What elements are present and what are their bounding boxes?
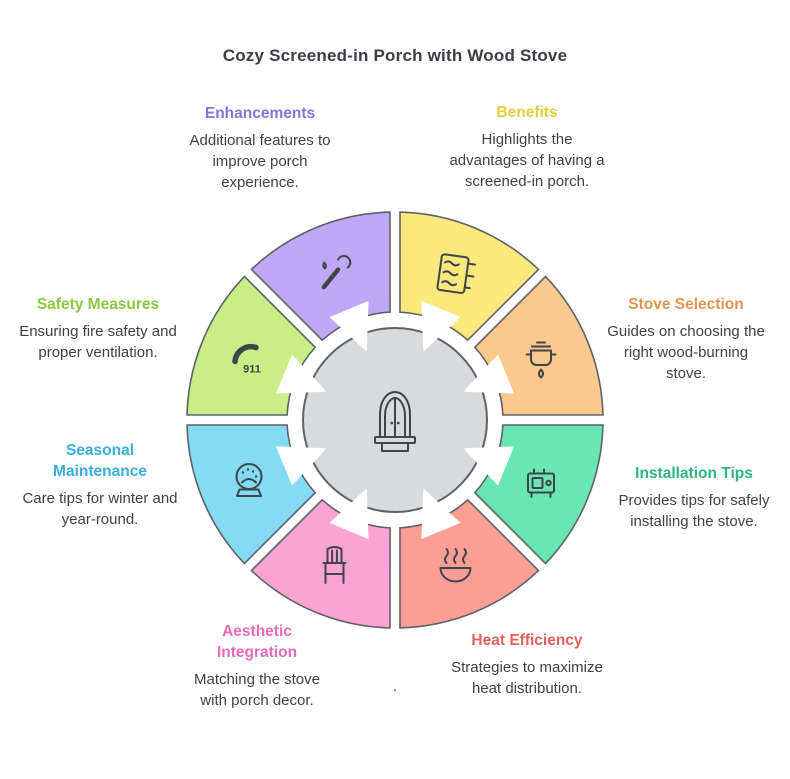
label-block-installation-tips: Installation Tips Provides tips for safe… [610,463,778,532]
segment-description: Guides on choosing the right wood-burnin… [607,323,765,382]
stray-dot: . [392,678,398,695]
segment-heading: Heat Efficiency [471,632,583,649]
segment-description: Strategies to maximize heat distribution… [451,659,603,697]
segment-heading: Enhancements [204,105,316,122]
label-block-stove-selection: Stove Selection Guides on choosing the r… [607,294,765,384]
segment-description: Ensuring fire safety and proper ventilat… [19,323,177,361]
label-block-heat-efficiency: Heat Efficiency Strategies to maximize h… [442,630,612,699]
label-block-benefits: Benefits Highlights the advantages of ha… [447,102,607,192]
circular-diagram: 911 [175,200,615,640]
inner-arrow-wedges [275,300,515,540]
segment-heading: Aesthetic Integration [216,623,298,661]
wrench-icon [321,255,352,290]
segment-heading: Installation Tips [635,465,753,482]
chair-icon [322,546,347,584]
emergency-number-text: 911 [243,364,261,376]
segment-heading: Benefits [496,104,558,121]
segment-description: Provides tips for safely installing the … [618,492,770,530]
wood-stove-icon [527,468,555,498]
label-block-seasonal-maintenance: Seasonal Maintenance Care tips for winte… [22,440,178,530]
cooking-pot-icon [525,341,557,379]
segment-description: Matching the stove with porch decor. [194,671,320,709]
page-title: Cozy Screened-in Porch with Wood Stove [222,46,568,65]
snow-globe-icon [235,463,263,497]
steaming-bowl-icon [439,548,472,583]
segment-description: Care tips for winter and year-round. [22,490,178,528]
segment-description: Additional features to improve porch exp… [189,132,331,191]
diagram-svg: 911 [186,211,604,629]
segment-heading: Seasonal Maintenance [53,442,147,480]
arched-window-icon [374,391,416,452]
emergency-phone-icon: 911 [232,343,261,376]
segment-heading: Safety Measures [36,296,160,313]
label-block-enhancements: Enhancements Additional features to impr… [185,103,335,193]
label-block-safety-measures: Safety Measures Ensuring fire safety and… [17,294,179,363]
label-block-aesthetic-integration: Aesthetic Integration Matching the stove… [183,621,331,711]
screen-mesh-icon [436,253,476,294]
segment-heading: Stove Selection [628,296,744,313]
segment-description: Highlights the advantages of having a sc… [449,131,605,190]
